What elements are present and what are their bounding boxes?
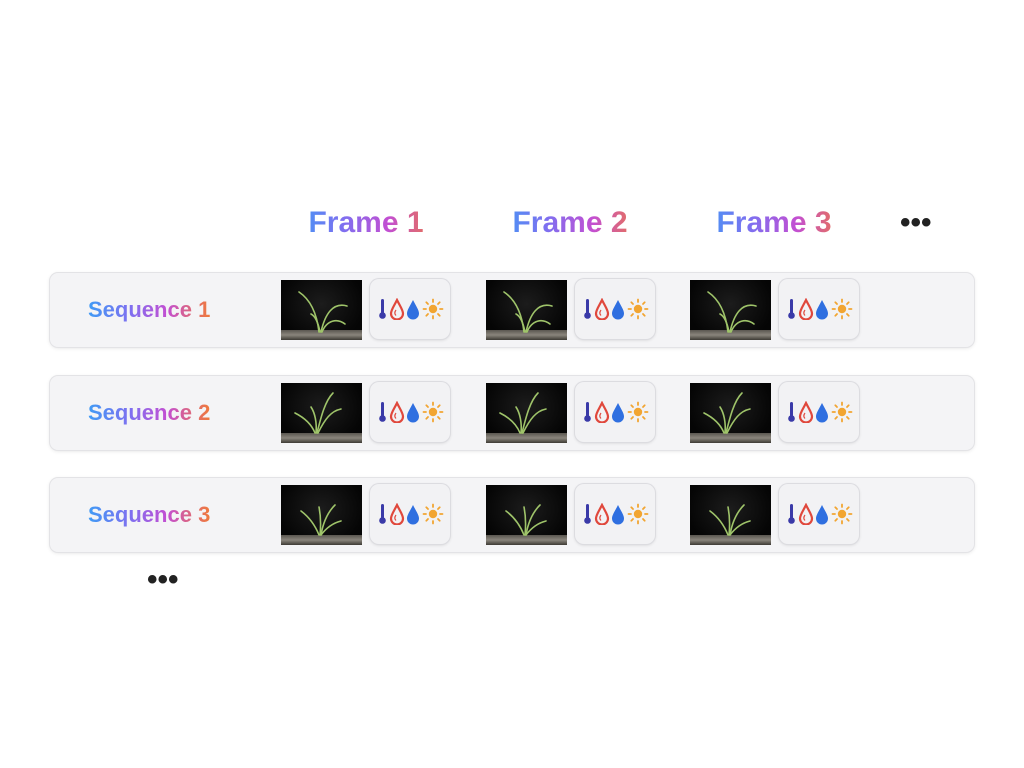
humidity-drop-icon <box>798 298 814 320</box>
sensor-readings-card <box>370 382 450 442</box>
water-drop-icon <box>816 403 828 423</box>
thermometer-icon <box>788 504 795 524</box>
sensor-readings-card <box>779 484 859 544</box>
humidity-drop-icon <box>389 401 405 423</box>
plant-photo-thumbnail <box>281 485 362 545</box>
sequence-word: Sequence <box>88 502 192 527</box>
sun-icon <box>831 503 853 525</box>
sensor-readings-card <box>370 279 450 339</box>
sequence-number: 1 <box>198 297 211 322</box>
sun-icon <box>627 503 649 525</box>
sensor-readings-card <box>779 279 859 339</box>
sun-icon <box>422 298 444 320</box>
sensor-readings-card <box>575 382 655 442</box>
sun-icon <box>831 401 853 423</box>
plant-photo-thumbnail <box>486 383 567 443</box>
more-sequences-ellipsis: ••• <box>147 563 179 596</box>
water-drop-icon <box>612 505 624 525</box>
sequence-label-2: Sequence 2 <box>88 398 210 428</box>
plant-photo-thumbnail <box>281 280 362 340</box>
plant-photo-thumbnail <box>690 383 771 443</box>
water-drop-icon <box>407 300 419 320</box>
plant-photo-thumbnail <box>281 383 362 443</box>
frame-header-3: Frame 3 <box>699 204 849 242</box>
thermometer-icon <box>379 299 386 319</box>
sun-icon <box>422 503 444 525</box>
frame-header-number: 3 <box>814 206 832 239</box>
thermometer-icon <box>379 402 386 422</box>
sun-icon <box>627 298 649 320</box>
frame-header-word: Frame <box>308 206 399 239</box>
humidity-drop-icon <box>594 503 610 525</box>
thermometer-icon <box>584 402 591 422</box>
sequence-word: Sequence <box>88 400 192 425</box>
water-drop-icon <box>407 403 419 423</box>
frame-header-1: Frame 1 <box>291 204 441 242</box>
humidity-drop-icon <box>798 401 814 423</box>
plant-photo-thumbnail <box>486 485 567 545</box>
sun-icon <box>422 401 444 423</box>
sequence-number: 3 <box>198 502 211 527</box>
water-drop-icon <box>407 505 419 525</box>
sun-icon <box>627 401 649 423</box>
sequence-label-1: Sequence 1 <box>88 295 210 325</box>
thermometer-icon <box>584 504 591 524</box>
sequence-number: 2 <box>198 400 211 425</box>
water-drop-icon <box>612 403 624 423</box>
plant-photo-thumbnail <box>690 485 771 545</box>
frame-header-2: Frame 2 <box>495 204 645 242</box>
thermometer-icon <box>584 299 591 319</box>
sequence-row-2: Sequence 2 <box>50 376 974 450</box>
sensor-readings-card <box>575 279 655 339</box>
frame-header-number: 1 <box>406 206 424 239</box>
water-drop-icon <box>816 300 828 320</box>
sequence-row-3: Sequence 3 <box>50 478 974 552</box>
humidity-drop-icon <box>594 298 610 320</box>
humidity-drop-icon <box>389 298 405 320</box>
more-frames-ellipsis: ••• <box>900 206 932 239</box>
sequence-label-3: Sequence 3 <box>88 500 210 530</box>
frame-header-word: Frame <box>716 206 807 239</box>
humidity-drop-icon <box>389 503 405 525</box>
water-drop-icon <box>816 505 828 525</box>
thermometer-icon <box>788 299 795 319</box>
thermometer-icon <box>379 504 386 524</box>
humidity-drop-icon <box>798 503 814 525</box>
sequence-row-1: Sequence 1 <box>50 273 974 347</box>
water-drop-icon <box>612 300 624 320</box>
sensor-readings-card <box>370 484 450 544</box>
sensor-readings-card <box>779 382 859 442</box>
sun-icon <box>831 298 853 320</box>
plant-photo-thumbnail <box>690 280 771 340</box>
sensor-readings-card <box>575 484 655 544</box>
frame-header-word: Frame <box>512 206 603 239</box>
humidity-drop-icon <box>594 401 610 423</box>
thermometer-icon <box>788 402 795 422</box>
frame-header-number: 2 <box>610 206 628 239</box>
sequence-word: Sequence <box>88 297 192 322</box>
plant-photo-thumbnail <box>486 280 567 340</box>
